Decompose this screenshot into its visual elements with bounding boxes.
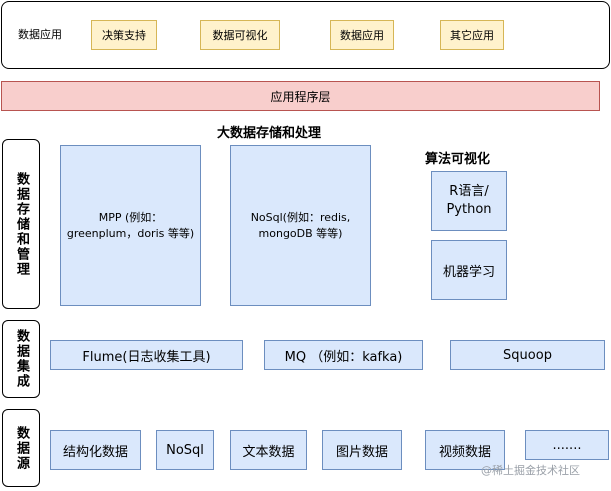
nosql-line-1: NoSql(例如：redis,: [250, 210, 351, 224]
text-data-box: 文本数据: [230, 430, 307, 470]
image-data-box: 图片数据: [322, 430, 402, 470]
machine-learning-box: 机器学习: [431, 240, 507, 300]
more-sources-box: .......: [525, 430, 609, 460]
sources-side-label: 数据源: [2, 409, 40, 487]
squoop-box: Squoop: [450, 340, 605, 370]
integration-side-label: 数据集成: [2, 320, 40, 398]
nosql-source-box: NoSql: [156, 430, 214, 470]
data-application-label: 数据应用: [18, 28, 62, 41]
flume-box: Flume(日志收集工具): [50, 340, 243, 370]
storage-title: 大数据存储和处理: [217, 126, 322, 141]
data-visualization-box: 数据可视化: [200, 20, 280, 50]
mpp-line-1: MPP (例如：: [98, 210, 163, 224]
nosql-line-2: mongoDB 等等): [258, 226, 343, 240]
watermark: @稀土掘金技术社区: [481, 464, 580, 477]
structured-data-box: 结构化数据: [50, 430, 141, 470]
application-layer-bar: 应用程序层: [1, 81, 600, 111]
other-app-box: 其它应用: [440, 20, 504, 50]
algorithm-visualization-title: 算法可视化: [425, 152, 491, 167]
nosql-storage-box: NoSql(例如：redis, mongoDB 等等): [230, 145, 371, 306]
decision-support-box: 决策支持: [91, 20, 157, 50]
r-line-2: Python: [446, 202, 492, 217]
r-python-box: R语言/ Python: [431, 171, 507, 231]
r-line-1: R语言/: [449, 184, 489, 199]
video-data-box: 视频数据: [425, 430, 505, 470]
storage-side-label: 数据存储和管理: [2, 139, 40, 309]
mq-box: MQ （例如：kafka): [264, 340, 423, 370]
data-app-box: 数据应用: [330, 20, 394, 50]
mpp-box: MPP (例如： greenplum，doris 等等): [60, 145, 201, 306]
mpp-line-2: greenplum，doris 等等): [66, 226, 195, 240]
